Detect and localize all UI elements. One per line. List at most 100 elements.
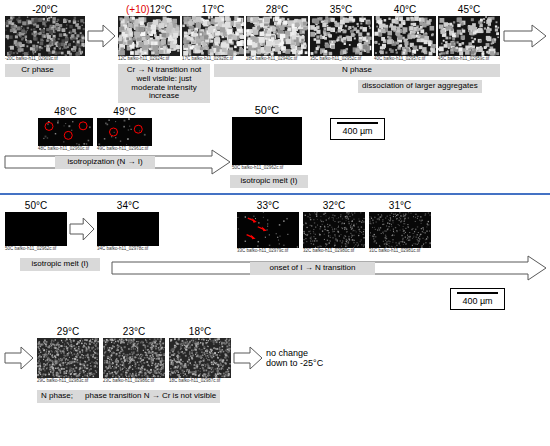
texture-grain <box>438 48 440 50</box>
texture-grain <box>127 37 130 40</box>
micrograph <box>438 16 500 56</box>
separator-line <box>0 193 550 195</box>
texture-grain <box>63 141 64 142</box>
texture-grain <box>50 27 51 28</box>
texture-grain <box>39 33 41 35</box>
texture-grain <box>55 133 56 134</box>
texture-grain <box>63 33 66 36</box>
temperature-heading: 33°C <box>237 200 299 212</box>
texture-grain <box>410 17 414 21</box>
texture-grain <box>120 141 121 142</box>
texture-grain <box>440 52 442 54</box>
texture-grain <box>58 46 61 49</box>
texture-grain <box>237 216 239 218</box>
temperature-heading: 50°C <box>232 104 302 117</box>
texture-grain <box>303 242 304 243</box>
texture-grain <box>71 48 73 50</box>
texture-grain <box>6 35 9 38</box>
texture-grain <box>334 235 336 237</box>
texture-grain <box>402 27 407 32</box>
texture-grain <box>267 225 269 227</box>
temperature-heading: 50°C <box>5 200 67 212</box>
texture-grain <box>443 22 448 27</box>
texture-grain <box>310 238 311 239</box>
texture-grain <box>130 33 133 36</box>
texture-grain <box>483 18 485 20</box>
texture-grain <box>285 49 290 54</box>
texture-grain <box>313 27 315 29</box>
texture-grain <box>376 26 378 28</box>
texture-grain <box>451 41 456 46</box>
texture-grain <box>337 226 339 228</box>
texture-grain <box>246 34 249 37</box>
texture-grain <box>327 230 329 232</box>
texture-grain <box>319 228 320 229</box>
micrograph <box>97 118 152 146</box>
file-name: -20C bafko-h11_02903c.tif <box>5 56 85 62</box>
file-name: 35C bafko-h11_02952c.tif <box>310 56 372 62</box>
texture-grain <box>305 51 308 54</box>
offset-note: (+10) <box>126 4 150 15</box>
texture-grain <box>290 49 292 51</box>
texture-grain <box>195 16 201 22</box>
texture-grain <box>73 48 75 50</box>
temperature-heading: (+10)12°C <box>118 4 180 16</box>
texture-grain <box>327 224 328 225</box>
texture-grain <box>267 223 269 225</box>
texture-grain <box>417 39 420 42</box>
texture-grain <box>316 47 319 50</box>
texture-grain <box>47 123 49 125</box>
texture-grain <box>326 219 327 220</box>
texture-grain <box>329 242 330 243</box>
texture-grain <box>296 33 298 35</box>
texture-grain <box>387 39 392 44</box>
texture-grain <box>343 40 346 43</box>
texture-grain <box>123 36 125 38</box>
micrograph-panel: 33°C33C bafko-h11_02979c.tif <box>237 200 299 254</box>
texture-grain <box>215 17 221 23</box>
texture-grain <box>129 126 130 127</box>
texture-grain <box>368 37 371 40</box>
texture-grain <box>15 35 18 38</box>
texture-grain <box>56 23 59 26</box>
texture-grain <box>484 27 486 29</box>
texture-grain <box>149 22 152 25</box>
texture-grain <box>127 40 131 44</box>
texture-grain <box>352 247 354 248</box>
texture-grain <box>315 226 316 227</box>
texture-grain <box>358 233 360 235</box>
phase-label-box: isotropic melt (I) <box>20 258 100 271</box>
texture-grain <box>417 36 420 39</box>
texture-grain <box>450 24 453 27</box>
texture-grain <box>446 51 449 54</box>
texture-grain <box>35 47 38 50</box>
micrograph <box>232 117 302 165</box>
micrograph <box>303 212 365 248</box>
texture-grain <box>331 18 335 22</box>
texture-grain <box>128 118 130 120</box>
texture-grain <box>26 45 28 47</box>
texture-grain <box>134 32 140 38</box>
micrograph-ground <box>97 212 159 246</box>
texture-grain <box>485 16 487 18</box>
texture-grain <box>40 38 43 41</box>
texture-grain <box>356 245 358 247</box>
texture-grain <box>304 233 305 234</box>
texture-grain <box>10 46 14 50</box>
texture-grain <box>455 34 459 38</box>
texture-grain <box>10 29 13 32</box>
micrograph <box>374 16 436 56</box>
texture-grain <box>208 16 210 18</box>
texture-grain <box>410 43 414 47</box>
texture-grain <box>315 238 317 240</box>
texture-grain <box>306 234 307 235</box>
texture-grain <box>139 42 144 47</box>
texture-grain <box>348 218 349 219</box>
texture-grain <box>328 34 331 37</box>
texture-grain <box>429 52 433 56</box>
texture-grain <box>76 143 77 144</box>
texture-grain <box>378 20 382 24</box>
block-arrow <box>112 256 546 280</box>
texture-grain <box>340 216 341 217</box>
texture-grain <box>13 52 15 54</box>
